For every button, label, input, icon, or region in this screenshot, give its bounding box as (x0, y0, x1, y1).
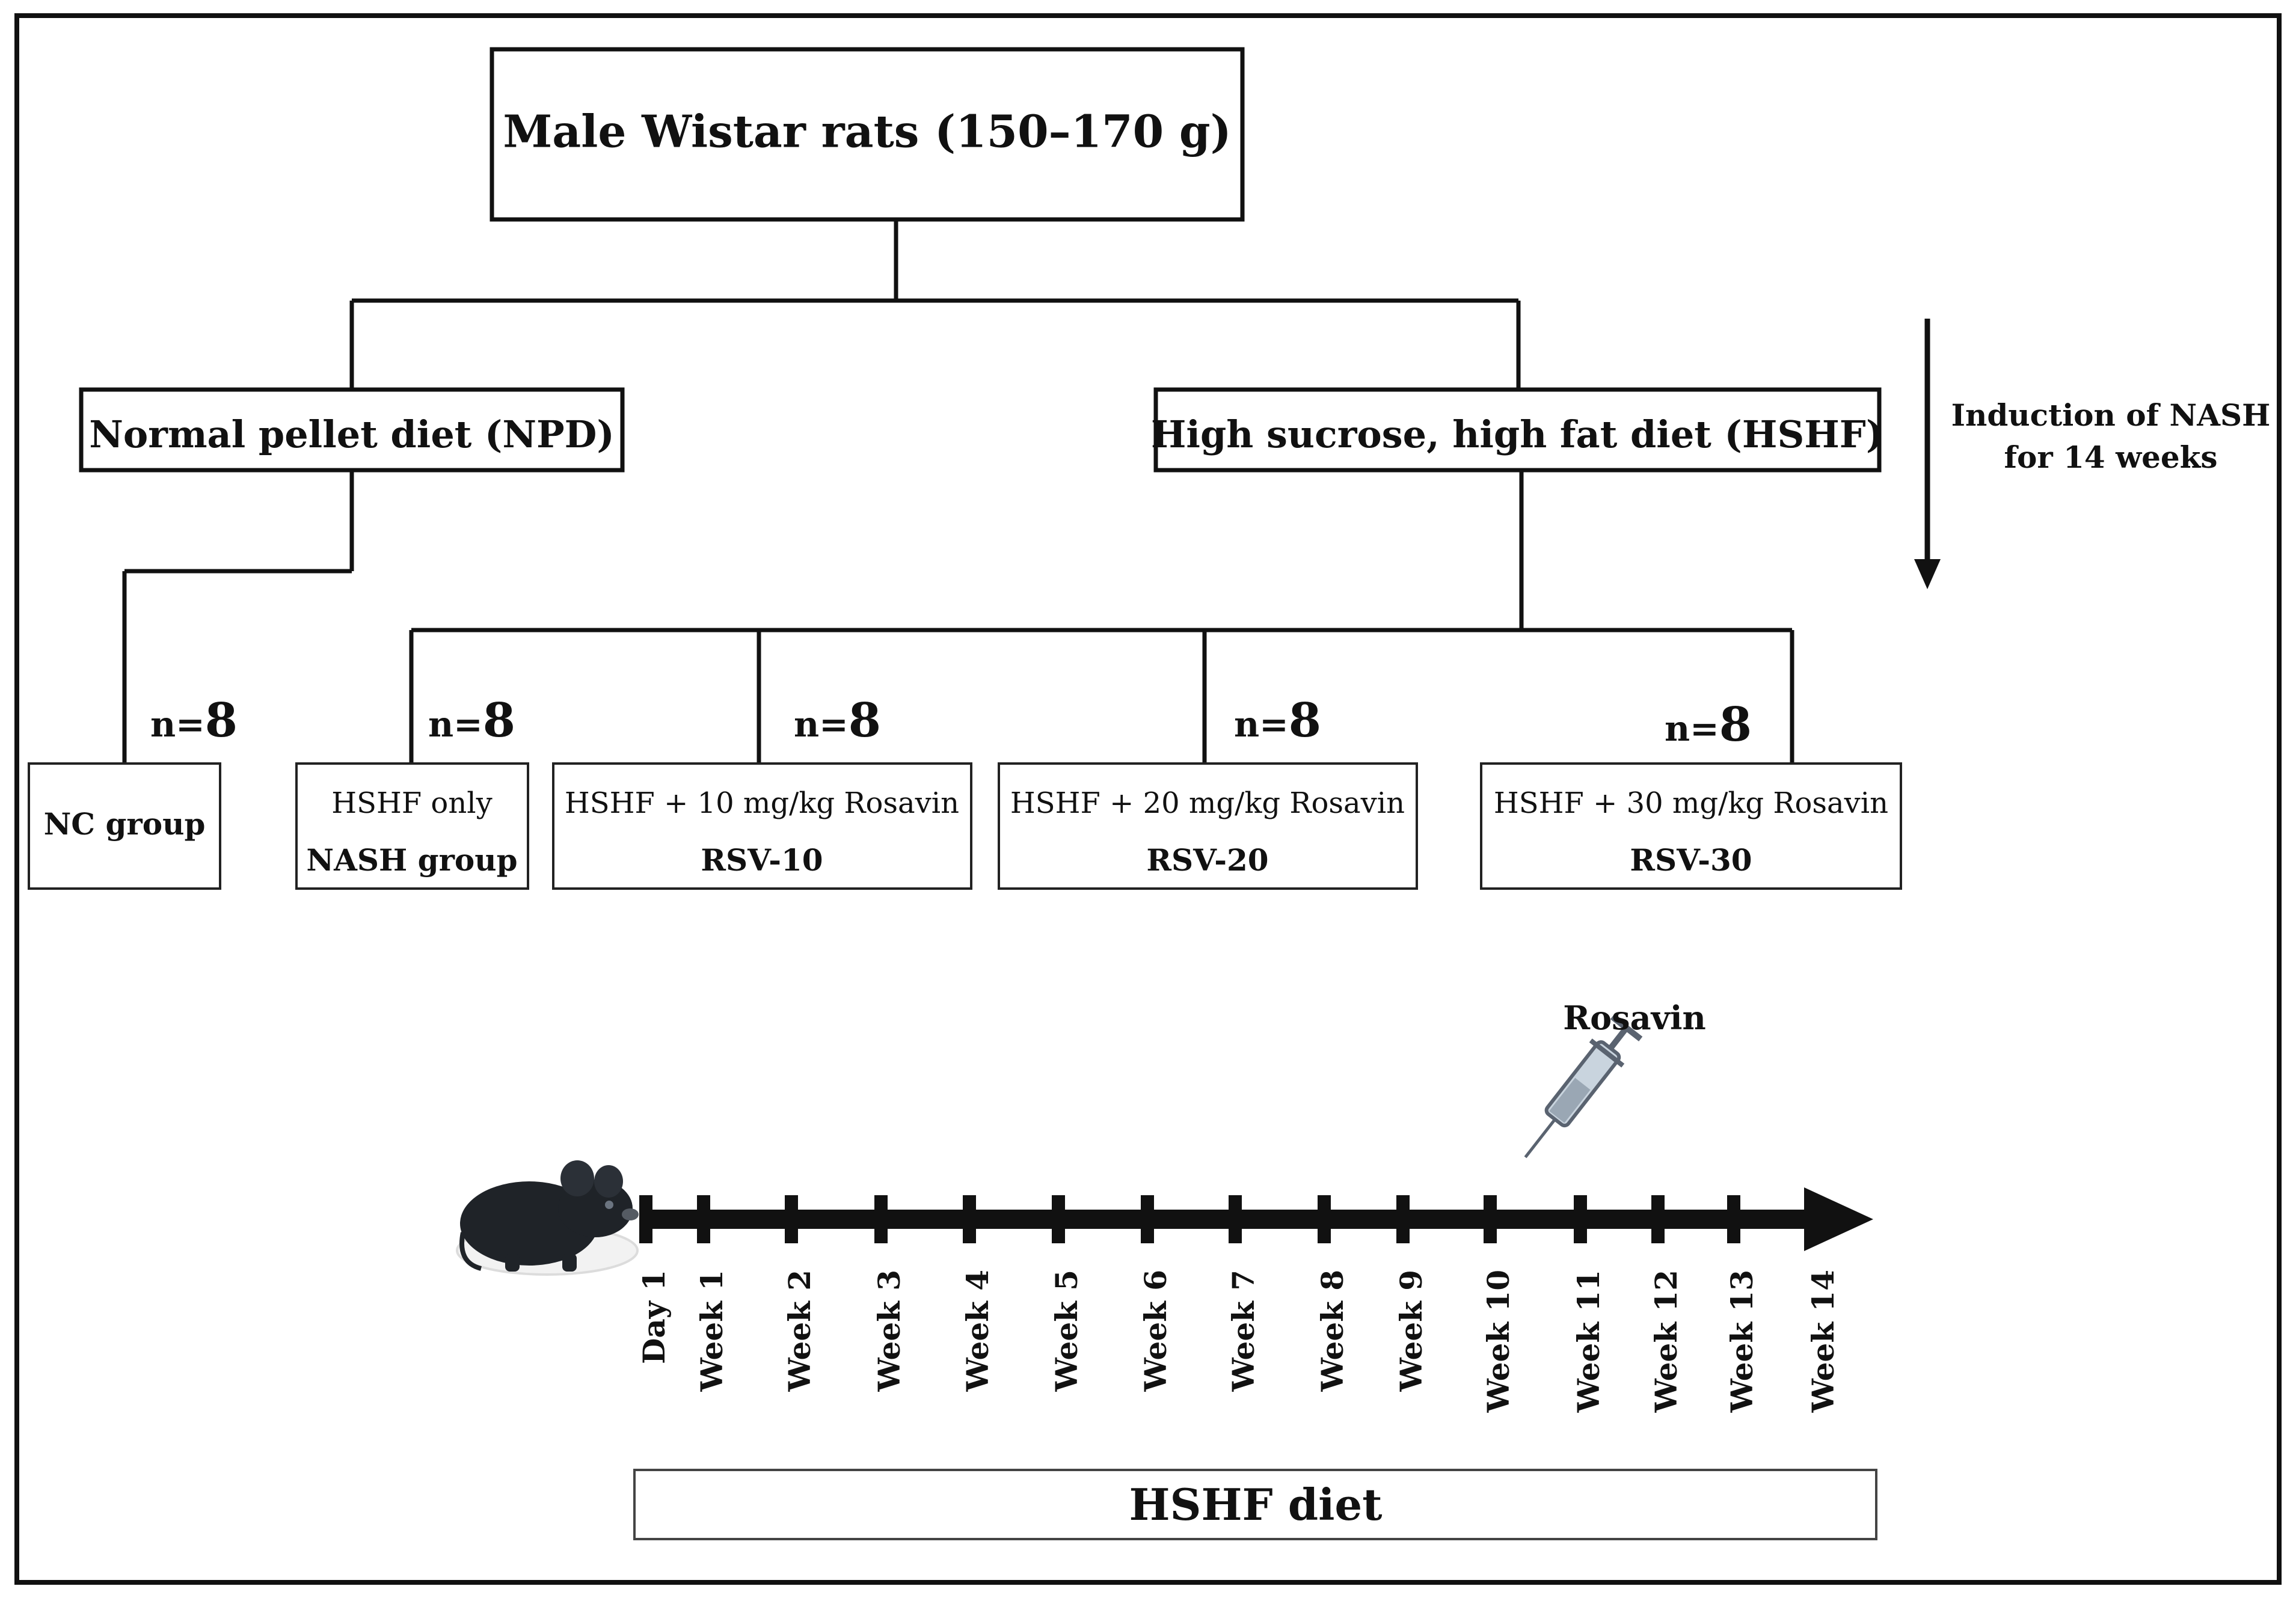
n-prefix: n= (428, 704, 483, 745)
n-label-nc: n=8 (150, 693, 238, 748)
n-value: 8 (205, 693, 238, 748)
n-prefix: n= (150, 704, 205, 745)
n-value: 8 (849, 693, 881, 748)
timeline-tick (1651, 1195, 1665, 1243)
timeline-tick (1052, 1195, 1065, 1243)
timeline-tick-label: Week 9 (1393, 1270, 1429, 1392)
hshf-label: High sucrose, high fat diet (HSHF) (1151, 412, 1883, 456)
induction-arrow (1914, 319, 1941, 589)
timeline-axis (640, 1210, 1811, 1229)
induction-label-line1: Induction of NASH (1951, 397, 2271, 433)
induction-label-line2: for 14 weeks (2004, 439, 2217, 475)
timeline-tick (1229, 1195, 1242, 1243)
timeline-tick-label: Week 12 (1648, 1270, 1684, 1413)
nc-group-box (28, 762, 221, 890)
timeline-tick-label: Week 8 (1315, 1270, 1350, 1392)
n-value: 8 (1719, 697, 1752, 752)
timeline-tick-label: Week 10 (1481, 1270, 1516, 1413)
root-box (490, 47, 1245, 222)
n-label-rsv30: n=8 (1665, 697, 1752, 752)
rsv20-group-name: RSV-20 (1146, 842, 1268, 878)
timeline-tick-label: Week 7 (1226, 1270, 1261, 1392)
timeline-tick (1141, 1195, 1154, 1243)
timeline-tick-label: Week 6 (1138, 1270, 1173, 1392)
nash-group-box (295, 762, 529, 890)
n-prefix: n= (1665, 708, 1719, 749)
n-prefix: n= (1234, 704, 1289, 745)
timeline-tick (874, 1195, 888, 1243)
nash-group-treatment: HSHF only (331, 786, 492, 820)
rsv10-group-treatment: HSHF + 10 mg/kg Rosavin (565, 786, 959, 820)
timeline-tick (1318, 1195, 1331, 1243)
timeline-tick-label: Week 13 (1724, 1270, 1760, 1413)
npd-box (79, 387, 625, 473)
diet-bar (633, 1469, 1877, 1540)
n-prefix: n= (794, 704, 849, 745)
tree-connectors (122, 219, 1794, 764)
hshf-box (1153, 387, 1882, 473)
timeline-tick-label: Week 4 (960, 1270, 995, 1392)
timeline-tick (963, 1195, 976, 1243)
timeline-tick (697, 1195, 710, 1243)
nc-group-name: NC group (44, 806, 206, 842)
timeline-tick-label: Day 1 (636, 1270, 672, 1364)
syringe-icon (1524, 1014, 1643, 1159)
rsv30-group-name: RSV-30 (1630, 842, 1752, 878)
timeline-tick-label: Week 11 (1571, 1270, 1606, 1413)
n-value: 8 (1289, 693, 1321, 748)
group-n-labels: n=8 n=8 n=8 n=8 n=8 (150, 693, 1752, 752)
n-label-rsv20: n=8 (1234, 693, 1321, 748)
timeline-tick (1484, 1195, 1497, 1243)
timeline-tick (639, 1195, 652, 1243)
timeline-tick-label: Week 1 (694, 1270, 729, 1392)
timeline-tick (1727, 1195, 1740, 1243)
timeline-tick (1396, 1195, 1410, 1243)
timeline-tick-marks (639, 1195, 1740, 1243)
rsv30-group-treatment: HSHF + 30 mg/kg Rosavin (1494, 786, 1888, 820)
n-label-rsv10: n=8 (794, 693, 881, 748)
timeline-tick (1574, 1195, 1587, 1243)
root-label: Male Wistar rats (150–170 g) (503, 106, 1231, 158)
timeline-tick (785, 1195, 798, 1243)
group-boxes: NC group HSHF only NASH group HSHF + 10 … (28, 762, 1902, 890)
timeline-tick-label: Week 2 (782, 1270, 817, 1392)
timeline-tick-label: Week 5 (1049, 1270, 1084, 1392)
rsv10-group-name: RSV-10 (701, 842, 823, 878)
timeline-tick-label: Week 3 (871, 1270, 907, 1392)
rsv20-group-treatment: HSHF + 20 mg/kg Rosavin (1010, 786, 1405, 820)
timeline-arrowhead (1804, 1187, 1873, 1251)
n-label-nash: n=8 (428, 693, 515, 748)
diet-bar-label: HSHF diet (1129, 1479, 1383, 1530)
timeline: Day 1 Week 1 Week 2 Week 3 Week 4 Week 5 Week … (456, 999, 1873, 1413)
injection-label: Rosavin (1563, 999, 1705, 1037)
nash-group-name: NASH group (306, 842, 517, 878)
timeline-tick-labels: Day 1 Week 1 Week 2 Week 3 Week 4 Week 5 Week … (636, 1270, 1841, 1413)
rsv30-group-box (1480, 762, 1902, 890)
mouse-icon (456, 1160, 639, 1276)
rsv20-group-box (998, 762, 1418, 890)
n-value: 8 (483, 693, 515, 748)
rsv10-group-box (552, 762, 972, 890)
npd-label: Normal pellet diet (NPD) (89, 412, 614, 456)
timeline-tick-label: Week 14 (1805, 1270, 1841, 1413)
